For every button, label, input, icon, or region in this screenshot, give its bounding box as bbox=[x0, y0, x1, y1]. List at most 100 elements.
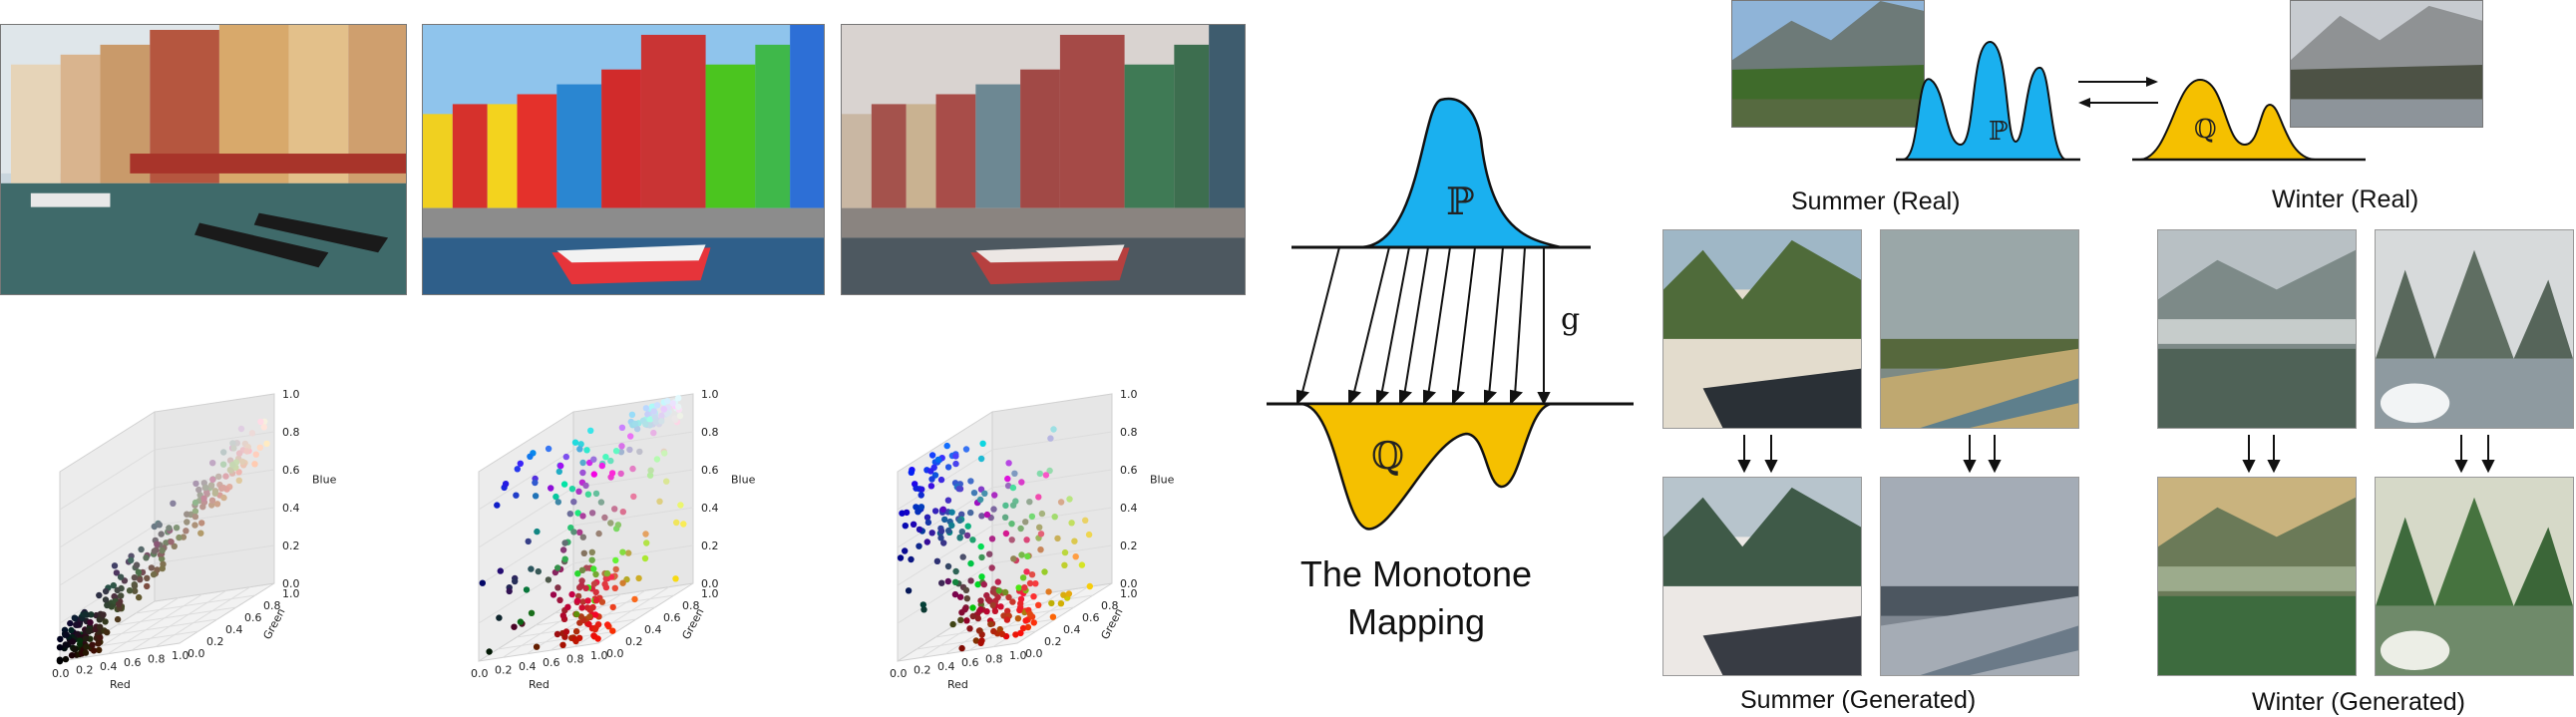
color-point bbox=[592, 588, 599, 596]
color-point bbox=[588, 604, 595, 612]
color-point bbox=[235, 469, 242, 476]
x-tick-label: 0.4 bbox=[100, 660, 118, 673]
color-point bbox=[191, 513, 199, 521]
color-point bbox=[111, 592, 118, 600]
color-point bbox=[1012, 631, 1019, 638]
color-point bbox=[644, 411, 651, 418]
color-point bbox=[251, 461, 258, 468]
color-point bbox=[653, 456, 661, 463]
color-point bbox=[1022, 519, 1029, 526]
color-point bbox=[1004, 475, 1011, 483]
color-point bbox=[574, 570, 581, 577]
color-point bbox=[562, 453, 569, 461]
color-point bbox=[582, 584, 589, 591]
color-point bbox=[533, 643, 541, 650]
color-point bbox=[191, 522, 198, 529]
color-point bbox=[588, 548, 595, 555]
color-point bbox=[989, 601, 996, 609]
winter-real-tile-1 bbox=[2157, 229, 2357, 429]
summer-generated-tile-1 bbox=[1662, 477, 1862, 676]
color-point bbox=[609, 603, 616, 611]
color-point bbox=[159, 546, 166, 554]
color-point bbox=[62, 641, 69, 648]
color-point bbox=[104, 601, 111, 609]
z-tick-label: 0.6 bbox=[1120, 464, 1138, 477]
color-point bbox=[176, 534, 183, 541]
color-point bbox=[523, 586, 531, 593]
x-tick-label: 1.0 bbox=[172, 649, 189, 662]
color-point bbox=[497, 567, 504, 574]
summer-distribution: ℙ bbox=[1891, 30, 2085, 165]
summer-source-symbol: ℙ bbox=[1989, 117, 2009, 147]
x-axis-title: Red bbox=[110, 678, 131, 691]
color-point bbox=[635, 574, 642, 582]
color-point bbox=[173, 525, 181, 532]
color-point bbox=[923, 538, 930, 545]
color-point bbox=[956, 535, 963, 541]
color-point bbox=[1085, 531, 1093, 538]
target-distribution-q bbox=[1300, 402, 1552, 531]
color-point bbox=[579, 513, 586, 520]
color-point bbox=[944, 562, 952, 570]
grid-line bbox=[116, 606, 237, 626]
grid-line bbox=[991, 469, 1113, 489]
color-point bbox=[68, 652, 76, 659]
color-point bbox=[908, 555, 915, 563]
color-point bbox=[1045, 588, 1052, 595]
color-point bbox=[239, 458, 246, 466]
x-tick-label: 0.4 bbox=[937, 660, 955, 673]
color-point bbox=[211, 490, 218, 497]
color-point bbox=[676, 412, 684, 420]
back-pane bbox=[991, 393, 1113, 602]
x-tick-label: 1.0 bbox=[590, 649, 608, 662]
color-point bbox=[208, 497, 216, 504]
color-point bbox=[983, 511, 991, 519]
color-point bbox=[928, 476, 935, 483]
color-point bbox=[71, 614, 78, 621]
color-point bbox=[627, 433, 634, 440]
color-point bbox=[656, 498, 663, 505]
color-point bbox=[584, 597, 591, 604]
color-point bbox=[978, 553, 985, 561]
color-point bbox=[209, 476, 216, 483]
winter-tile-arrows bbox=[2157, 431, 2576, 477]
color-point bbox=[939, 506, 946, 513]
color-point bbox=[252, 451, 259, 458]
color-point bbox=[592, 490, 600, 498]
color-point bbox=[987, 620, 994, 628]
color-point bbox=[1001, 588, 1009, 596]
color-point bbox=[631, 595, 638, 603]
color-point bbox=[559, 641, 566, 648]
color-point bbox=[642, 405, 650, 412]
color-point bbox=[590, 580, 598, 587]
color-point bbox=[579, 534, 586, 540]
color-point bbox=[626, 446, 633, 454]
grid-line bbox=[953, 606, 1075, 626]
x-tick-label: 0.2 bbox=[914, 663, 931, 676]
color-point bbox=[951, 578, 959, 585]
color-point bbox=[937, 528, 945, 535]
color-point bbox=[934, 456, 942, 464]
color-point bbox=[138, 545, 145, 553]
color-point bbox=[73, 621, 80, 628]
color-point bbox=[603, 569, 611, 577]
z-tick-label: 0.2 bbox=[1120, 539, 1138, 552]
color-point bbox=[924, 519, 932, 527]
color-point bbox=[604, 621, 611, 628]
color-point bbox=[1057, 600, 1065, 607]
color-point bbox=[967, 509, 974, 517]
back-pane bbox=[154, 393, 275, 602]
color-point bbox=[136, 593, 143, 601]
color-point bbox=[1015, 584, 1022, 591]
winter-real-tile-2 bbox=[2375, 229, 2574, 429]
color-point bbox=[535, 567, 542, 575]
color-point bbox=[131, 574, 139, 581]
color-point bbox=[257, 418, 264, 426]
color-point bbox=[981, 490, 988, 497]
color-point bbox=[579, 598, 586, 605]
color-point bbox=[967, 577, 974, 584]
color-point bbox=[612, 556, 619, 564]
color-point bbox=[897, 554, 905, 561]
z-tick-label: 0.0 bbox=[1120, 577, 1138, 590]
color-point bbox=[977, 639, 984, 647]
